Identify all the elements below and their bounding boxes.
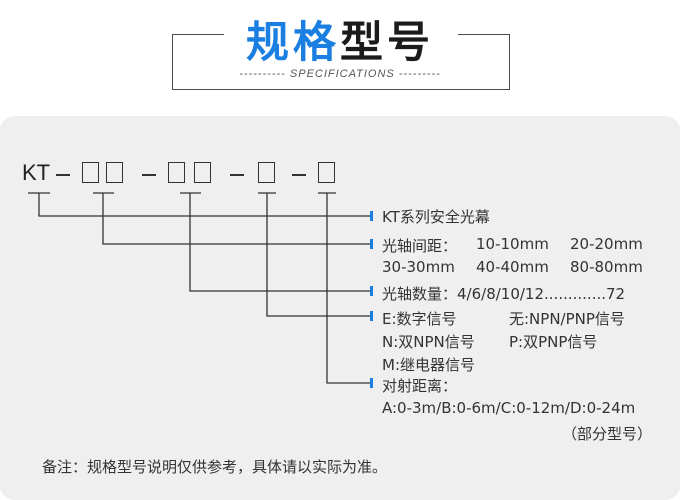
spec-range-label: 对射距离： [382, 377, 458, 395]
page-subtitle: ---------- SPECIFICATIONS --------- [239, 68, 441, 80]
code-box [318, 162, 335, 183]
spec-axis-spacing-label: 光轴间距： [382, 237, 458, 255]
spec-axis-spacing-value: 80-80mm [570, 258, 643, 276]
code-prefix: KT [22, 160, 51, 185]
spec-axis-count: 光轴数量：4/6/8/10/12.............72 [382, 285, 626, 303]
spec-range-note: （部分型号） [562, 425, 653, 443]
spec-axis-spacing-value: 30-30mm [382, 258, 455, 276]
title-part1: 规格 [246, 18, 340, 68]
spec-axis-spacing-value: 40-40mm [476, 258, 549, 276]
footer-note: 备注：规格型号说明仅供参考，具体请以实际为准。 [42, 458, 388, 476]
code-box [168, 162, 185, 183]
code-dash [292, 174, 306, 176]
spec-output-none: 无:NPN/PNP信号 [509, 310, 625, 328]
code-dash [56, 174, 70, 176]
code-box [194, 162, 211, 183]
page-title: 规格型号 [0, 8, 680, 70]
code-dash [142, 174, 156, 176]
spec-output-n: N:双NPN信号 [382, 333, 475, 351]
spec-range-values: A:0-3m/B:0-6m/C:0-12m/D:0-24m [382, 399, 636, 417]
code-box [258, 162, 275, 183]
spec-output-p: P:双PNP信号 [509, 333, 598, 351]
code-box [82, 162, 99, 183]
spec-output-e: E:数字信号 [382, 310, 457, 328]
spec-series: KT系列安全光幕 [382, 208, 490, 226]
header-frame [172, 34, 510, 90]
spec-output-m: M:继电器信号 [382, 356, 475, 374]
code-box [106, 162, 123, 183]
spec-axis-spacing-value: 20-20mm [570, 235, 643, 253]
spec-panel [0, 116, 680, 500]
title-part2: 型号 [340, 18, 434, 68]
code-dash [230, 174, 244, 176]
spec-axis-spacing-value: 10-10mm [476, 235, 549, 253]
